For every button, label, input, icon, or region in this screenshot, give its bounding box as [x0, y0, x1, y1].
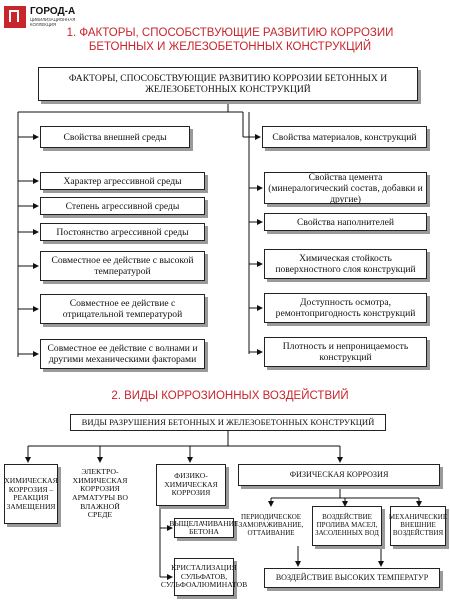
destruction-types-root-box: ВИДЫ РАЗРУШЕНИЯ БЕТОННЫХ И ЖЕЛЕЗОБЕТОННЫ…: [70, 414, 386, 431]
brand-name: ГОРОД-А: [30, 6, 76, 17]
brand-logo: [4, 6, 26, 28]
left-item-3: Постоянство агрессивной среды: [40, 223, 205, 241]
section1-title-line2: БЕТОННЫХ И ЖЕЛЕЗОБЕТОННЫХ КОНСТРУКЦИЙ: [88, 41, 372, 53]
left-item-4: Совместное ее действие с высокой темпера…: [40, 251, 205, 281]
section1-title: 1. ФАКТОРЫ, СПОСОБСТВУЮЩИЕ РАЗВИТИЮ КОРР…: [40, 26, 420, 54]
external-environment-box: Свойства внешней среды: [40, 126, 190, 148]
electrochemical-corrosion-text: ЭЛЕКТРО-ХИМИЧЕСКАЯ КОРРОЗИЯ АРМАТУРЫ ВО …: [71, 467, 129, 520]
freeze-thaw-text: ПЕРИОДИЧЕСКОЕ ЗАМОРАЖИВАНИЕ, ОТТАИВАНИЕ: [238, 513, 304, 537]
mechanical-impact-box: МЕХАНИЧЕСКИЕ ВНЕШНИЕ ВОЗДЕЙСТВИЯ: [389, 506, 447, 546]
right-item-2: Свойства наполнителей: [264, 213, 427, 231]
right-item-1: Свойства цемента (минералогический соста…: [264, 172, 427, 205]
left-item-2: Степень агрессивной среды: [40, 197, 205, 215]
high-temperature-box: ВОЗДЕЙСТВИЕ ВЫСОКИХ ТЕМПЕРАТУР: [264, 568, 440, 588]
section1-title-line1: 1. ФАКТОРЫ, СПОСОБСТВУЮЩИЕ РАЗВИТИЮ КОРР…: [66, 27, 394, 39]
right-item-4: Доступность осмотра, ремонтопригодность …: [264, 293, 427, 323]
chemical-corrosion-box: ХИМИЧЕСКАЯ КОРРОЗИЯ – РЕАКЦИЯ ЗАМЕЩЕНИЯ: [4, 464, 58, 524]
oil-salt-spill-box: ВОЗДЕЙСТВИЕ ПРОЛИВА МАСЕЛ, ЗАСОЛЕННЫХ ВО…: [312, 506, 382, 546]
left-item-5: Совместное ее действие с отрицательной т…: [40, 294, 205, 324]
materials-properties-box: Свойства материалов, конструкций: [262, 126, 427, 148]
leaching-box: ВЫЩЕЛАЧИВАНИЕ БЕТОНА: [169, 518, 239, 538]
left-item-6: Совместное ее действие с волнами и други…: [40, 339, 205, 369]
physicochemical-corrosion-box: ФИЗИКО-ХИМИЧЕСКАЯ КОРРОЗИЯ: [156, 464, 226, 506]
physical-corrosion-box: ФИЗИЧЕСКАЯ КОРРОЗИЯ: [238, 464, 440, 486]
brand-tagline: ЦИВИЛИЗАЦИОННАЯ КОЛЛЕКЦИЯ: [30, 17, 76, 27]
sulfate-crystallization-box: КРИСТАЛИЗАЦИЯ СУЛЬФАТОВ, СУЛЬФОАЛЮМИНАТО…: [161, 558, 247, 596]
right-item-3: Химическая стойкость поверхностного слоя…: [264, 249, 427, 279]
right-item-5: Плотность и непроницаемость конструкций: [264, 337, 427, 367]
left-item-1: Характер агрессивной среды: [40, 172, 205, 190]
logo-mark-icon: [9, 10, 19, 22]
factors-root-box: ФАКТОРЫ, СПОСОБСТВУЮЩИЕ РАЗВИТИЮ КОРРОЗИ…: [38, 67, 418, 101]
section2-title: 2. ВИДЫ КОРРОЗИОННЫХ ВОЗДЕЙСТВИЙ: [111, 390, 349, 402]
